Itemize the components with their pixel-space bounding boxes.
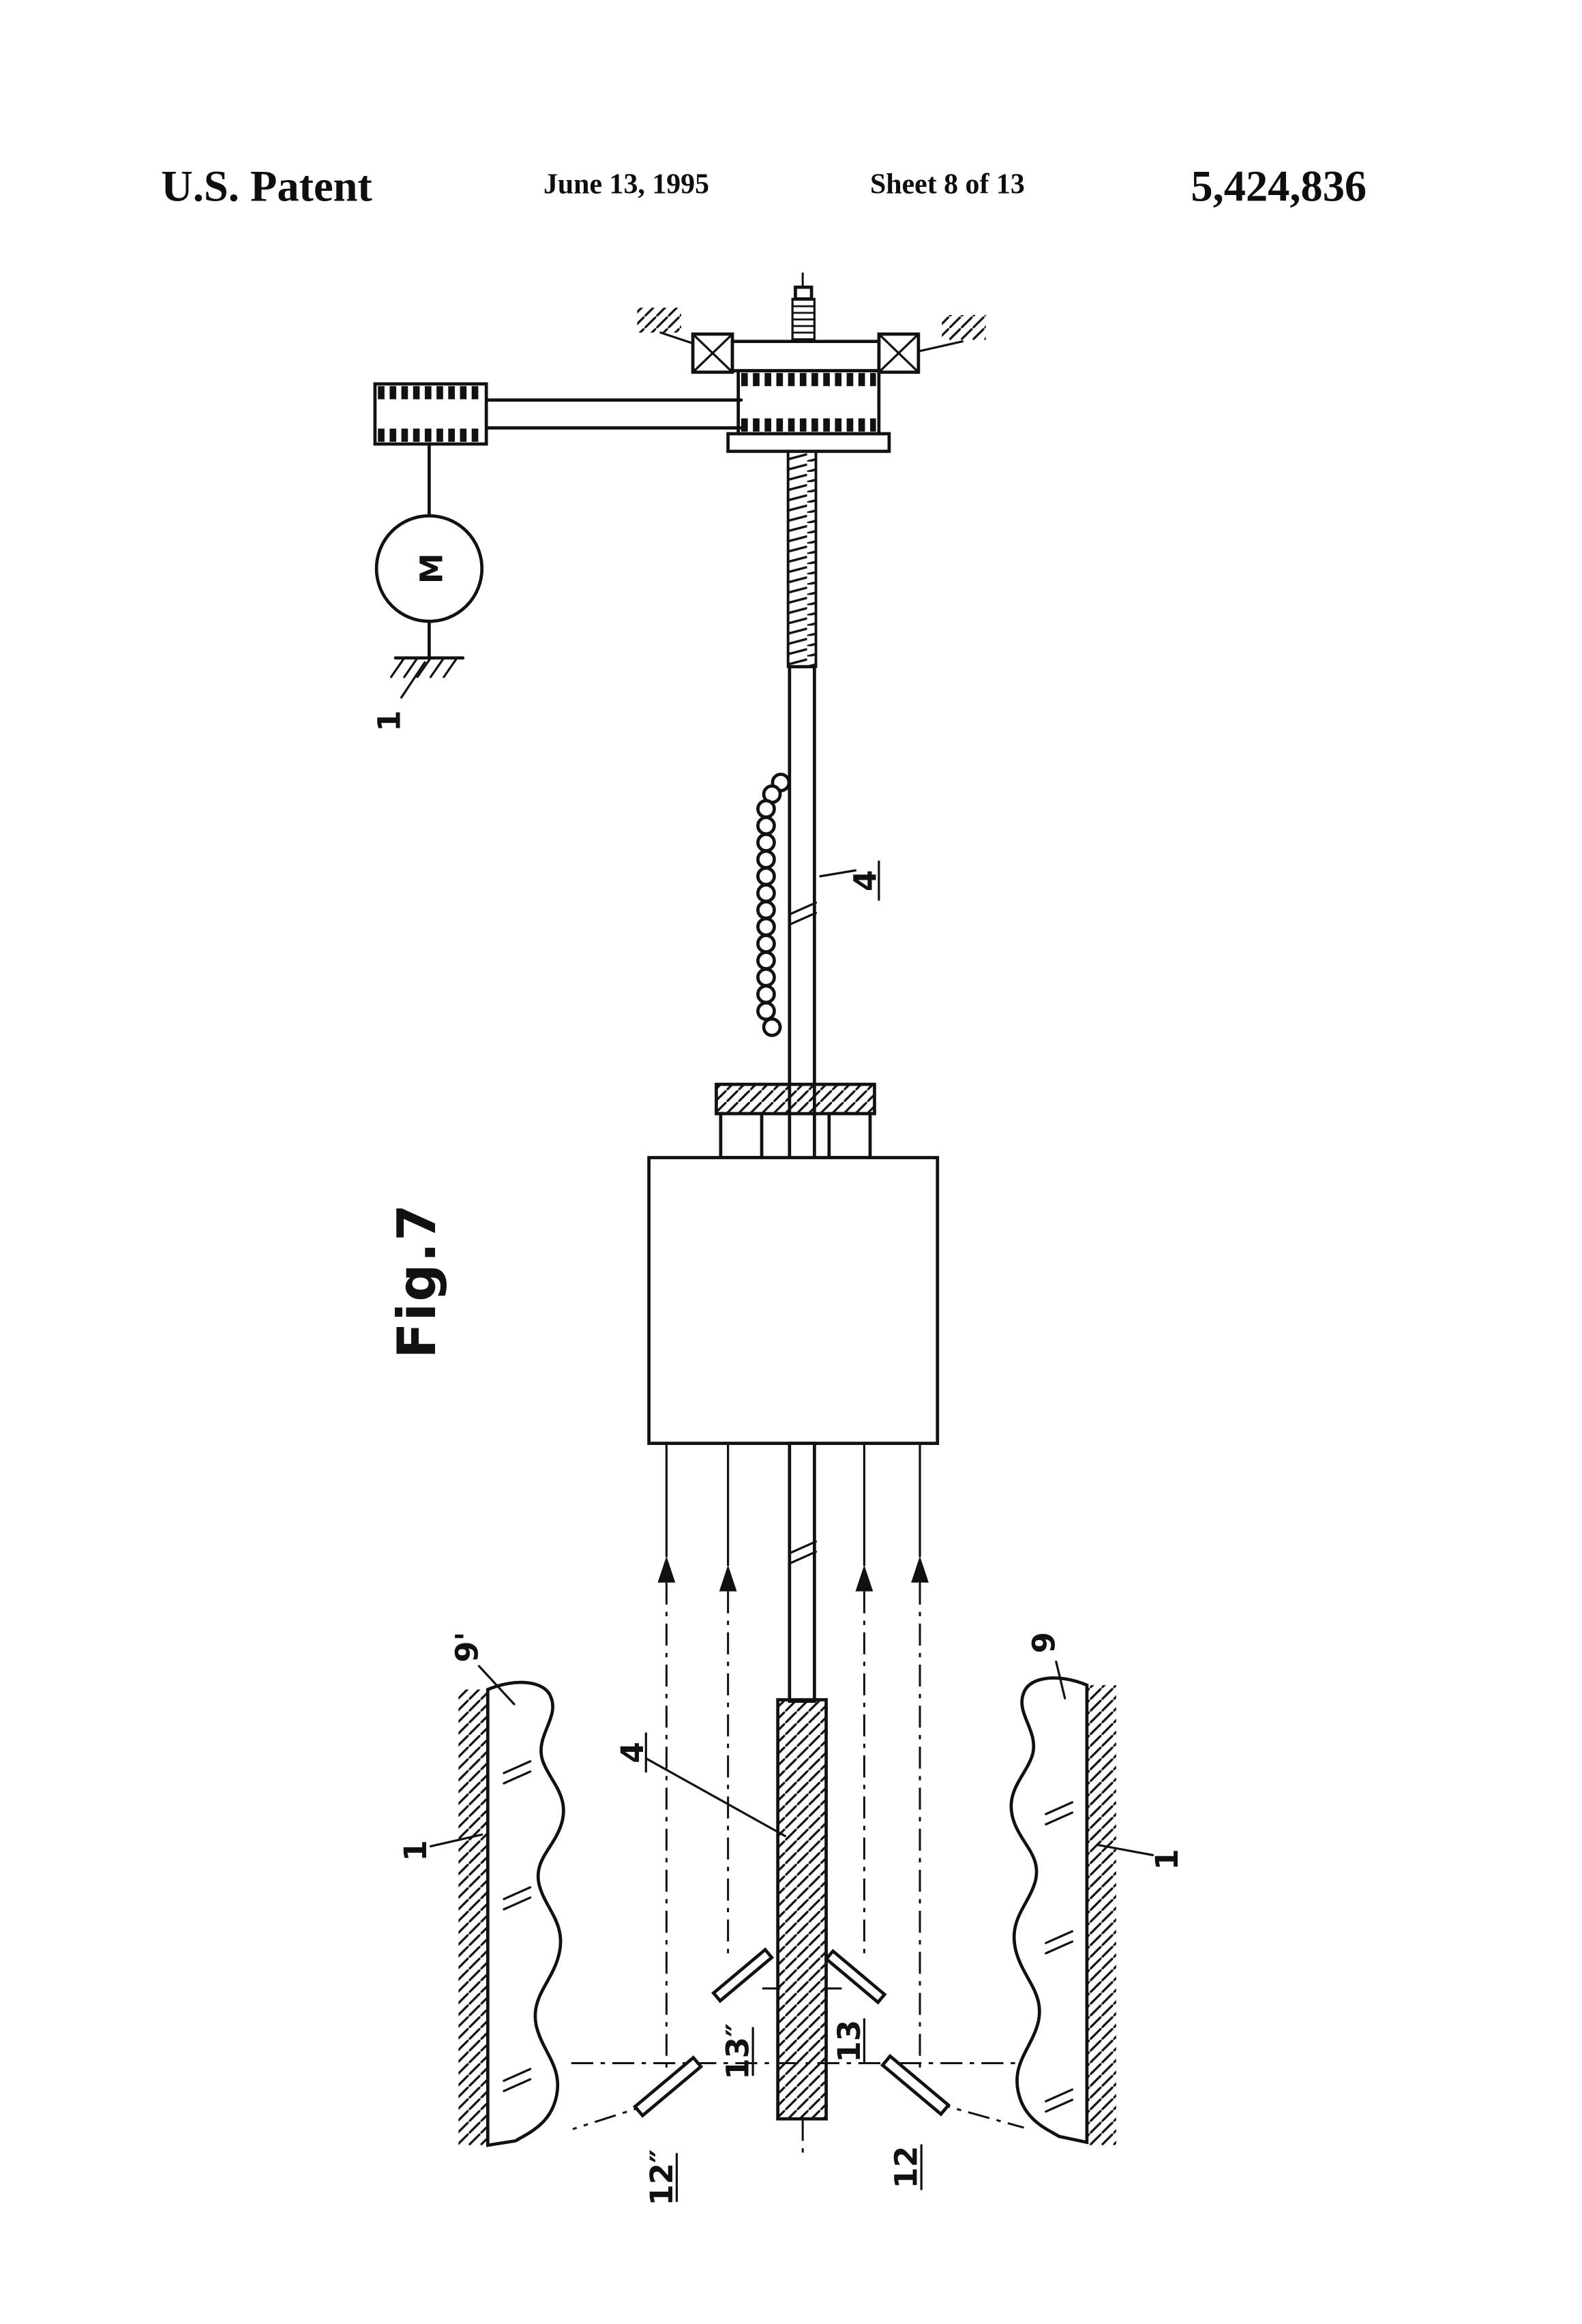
mirror-13pp (711, 1947, 775, 2003)
ref-4-lower: 4 (614, 1732, 787, 1838)
flange (715, 1082, 876, 1116)
probe-rod-hatched (776, 1698, 828, 2121)
ref-label-shaft-lower: 4 (614, 1742, 651, 1763)
patent-number: 5,424,836 (1191, 162, 1367, 210)
ref-label-wall-right: 9 (1026, 1632, 1062, 1653)
beam-arrow-1 (657, 1556, 676, 1583)
bearing-left (691, 332, 734, 374)
patent-date: June 13, 1995 (543, 169, 709, 200)
drive-belt (484, 398, 743, 430)
ref-label-frame-right: 1 (1149, 1849, 1185, 1870)
drive-gear (726, 369, 891, 453)
beam-arrow-2 (719, 1564, 737, 1592)
ground-symbol (389, 656, 465, 679)
page-header: U.S. Patent June 13, 1995 Sheet 8 of 13 … (161, 162, 1367, 210)
motor: M (374, 514, 484, 623)
measuring-rod-lower (788, 1442, 816, 1703)
left-wall-body (486, 1680, 565, 2147)
ref-label-frame-top: 1 (371, 711, 407, 732)
ref-label-wall-left: 9' (449, 1632, 485, 1663)
ref-label-mirror-13: 13 (831, 2020, 867, 2063)
right-wall-break-marks (1045, 1801, 1074, 2113)
ground-hatch-left (637, 308, 681, 333)
ref-label-mirror-12: 12 (889, 2146, 925, 2189)
left-wall: 9' 1 (398, 1632, 565, 2147)
ref-label-frame-left: 1 (398, 1840, 434, 1861)
ref-label-mirror-13pp: 13″ (720, 2023, 756, 2080)
patent-title: U.S. Patent (161, 162, 372, 210)
ball-screw-shaft (786, 449, 818, 668)
right-wall: 9 1 (1009, 1632, 1185, 2145)
support-strip-left (719, 1112, 764, 1159)
beam-arrow-4 (911, 1556, 929, 1583)
top-drive-assembly: M 1 (371, 272, 986, 732)
beam-arrow-3 (855, 1564, 874, 1592)
ref-label-shaft-upper: 4 (848, 870, 884, 891)
mirror-12 (880, 2053, 951, 2117)
mirrors: 13″ 13 12″ 12 (632, 1947, 951, 2206)
mirror-12pp (632, 2055, 704, 2118)
left-wall-break-marks (503, 1760, 532, 2092)
lower-rod-break-marks (788, 1540, 818, 1565)
right-wall-hatch (1086, 1685, 1116, 2145)
motor-label: M (414, 553, 450, 584)
screw-cap (794, 285, 814, 301)
sensor-box (647, 1156, 940, 1445)
ground-hatch-right (942, 314, 986, 340)
spindle-housing (730, 340, 881, 373)
support-strip-right (827, 1112, 872, 1159)
ref-4-upper: 4 (819, 860, 884, 901)
ref-label-mirror-12pp: 12″ (644, 2149, 680, 2206)
right-wall-body (1009, 1676, 1089, 2145)
figure-caption: Fig.7 (387, 1203, 448, 1359)
left-wall-hatch (458, 1689, 488, 2145)
rod-break-marks (788, 902, 818, 926)
motor-pulley (373, 382, 488, 446)
bearing-right (877, 332, 921, 374)
ball-chain (756, 773, 791, 1037)
mirror-13 (824, 1948, 887, 2005)
sheet-number: Sheet 8 of 13 (870, 169, 1025, 200)
adjust-screw (791, 297, 816, 343)
